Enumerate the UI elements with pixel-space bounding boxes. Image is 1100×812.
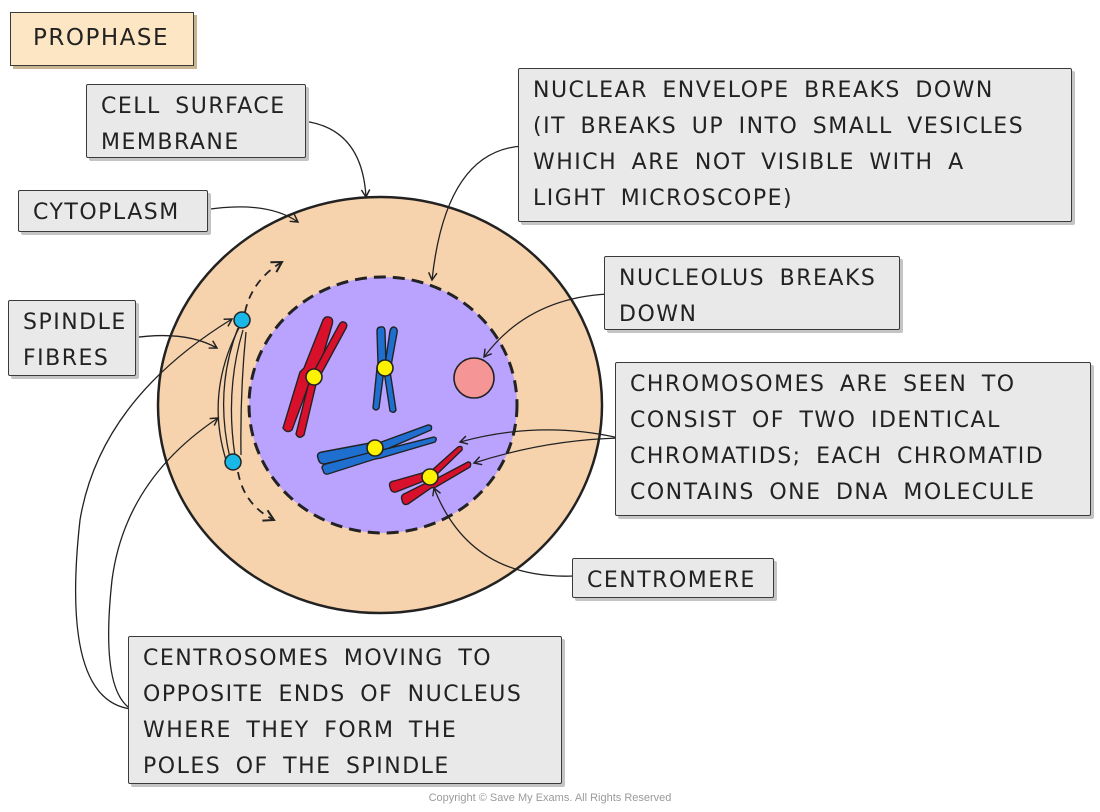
label-centrosomes: CENTROSOMES MOVING TO OPPOSITE ENDS OF N… [128, 636, 562, 784]
copyright-notice: Copyright © Save My Exams. All Rights Re… [428, 792, 672, 804]
label-cell-surface-membrane: CELL SURFACE MEMBRANE [86, 84, 306, 158]
nucleolus [453, 357, 495, 399]
label-line: CONTAINS ONE DNA MOLECULE [630, 480, 1036, 505]
centrosome-bottom [224, 453, 242, 471]
chromosome-blue-large [316, 424, 437, 475]
label-line: CYTOPLASM [33, 200, 180, 225]
label-line: CONSIST OF TWO IDENTICAL [630, 408, 1001, 433]
label-nucleolus: NUCLEOLUS BREAKS DOWN [604, 256, 900, 330]
label-line: OPPOSITE ENDS OF NUCLEUS [143, 682, 523, 707]
label-line: CENTROSOMES MOVING TO [143, 646, 493, 671]
label-line: NUCLEOLUS BREAKS [619, 266, 877, 291]
label-line: DOWN [619, 302, 698, 327]
label-line: SPINDLE [23, 310, 127, 335]
centrosome-movement-arrow-top [244, 260, 284, 313]
centromere-dot [421, 468, 439, 486]
label-line: NUCLEAR ENVELOPE BREAKS DOWN [533, 78, 994, 103]
centrosome-movement-arrow-bottom [237, 471, 276, 522]
centromere-dot [376, 359, 394, 377]
centromere-dot [366, 439, 384, 457]
chromosome-red-large [282, 316, 348, 438]
label-line: WHERE THEY FORM THE [143, 718, 458, 743]
label-line: CELL SURFACE [101, 94, 286, 119]
nucleus [247, 275, 519, 535]
label-line: WHICH ARE NOT VISIBLE WITH A [533, 150, 965, 175]
label-line: CHROMATIDS; EACH CHROMATID [630, 444, 1045, 469]
centromere-dot [305, 368, 323, 386]
label-line: (IT BREAKS UP INTO SMALL VESICLES [533, 114, 1025, 139]
label-line: FIBRES [23, 346, 110, 371]
chromosome-blue-small [372, 326, 398, 413]
centrosome-top [233, 311, 251, 329]
label-line: CENTROMERE [587, 568, 756, 593]
label-spindle-fibres: SPINDLE FIBRES [8, 300, 136, 376]
label-line: POLES OF THE SPINDLE [143, 754, 450, 779]
label-nuclear-envelope: NUCLEAR ENVELOPE BREAKS DOWN (IT BREAKS … [518, 68, 1072, 222]
label-centromere: CENTROMERE [572, 558, 774, 598]
label-line: MEMBRANE [101, 130, 240, 155]
chromosome-red-small [388, 445, 472, 506]
label-line: CHROMOSOMES ARE SEEN TO [630, 372, 1016, 397]
spindle-fibres [217, 325, 247, 461]
label-line: LIGHT MICROSCOPE) [533, 186, 794, 211]
label-cytoplasm: CYTOPLASM [18, 190, 208, 232]
label-chromosomes: CHROMOSOMES ARE SEEN TO CONSIST OF TWO I… [615, 362, 1091, 516]
page-title: PROPHASE [10, 12, 194, 66]
